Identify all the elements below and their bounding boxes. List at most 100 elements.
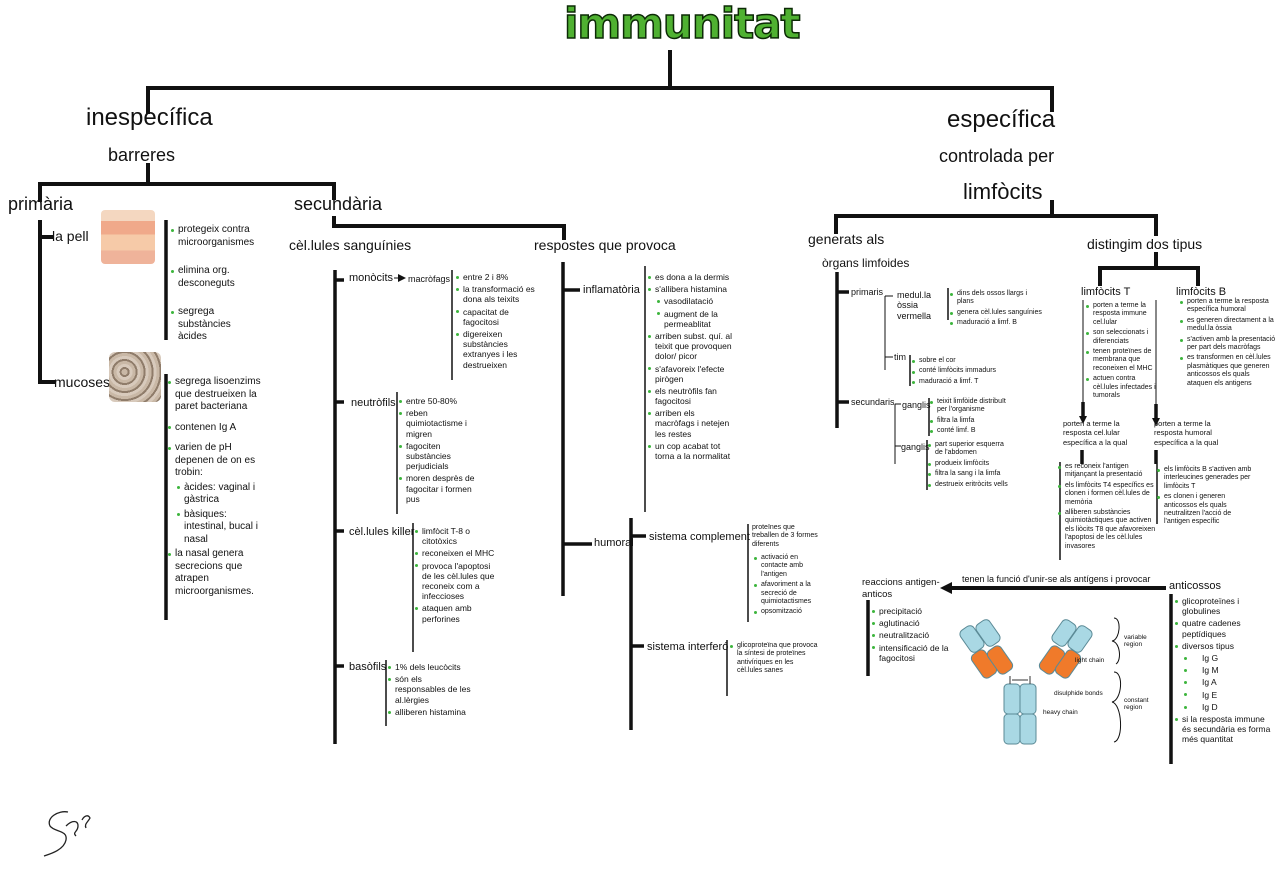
label-generats-als: generats als — [808, 231, 885, 247]
list-item: Ig D — [1175, 702, 1275, 712]
list-item: filtra la sang i la limfa — [928, 470, 1010, 478]
label-limfocits-b: limfòcits B — [1176, 286, 1227, 298]
ganglis-1-list: teixit limfòide distribuït per l'organis… — [930, 398, 1010, 438]
label-inflamatoria: inflamatòria — [583, 284, 640, 296]
label-primaris: primaris — [851, 287, 884, 297]
list-item: activació en contacte amb l'antigen — [754, 554, 818, 579]
list-item: els limfòcits B s'activen amb interleuci… — [1157, 466, 1252, 491]
list-item: ataquen amb perforines — [415, 603, 499, 624]
label-humoral: humoral — [594, 537, 634, 549]
list-item: provoca l'apoptosi de les cèl.lules que … — [415, 561, 499, 602]
mucosa-illustration — [109, 352, 161, 402]
list-item: son seleccionats i diferenciats — [1086, 329, 1158, 346]
resposta-t: porten a terme la resposta cel.lular esp… — [1063, 419, 1128, 447]
label-mucoses: mucoses — [54, 374, 111, 390]
mucoses-list: segrega lisoenzims que destrueixen la pa… — [168, 376, 268, 600]
list-item: afavoriment a la secreció de quimiotacti… — [754, 581, 818, 606]
heading-especifica: específica — [947, 106, 1056, 133]
reaccions-list: precipitació aglutinació neutralització … — [872, 606, 952, 665]
list-item: capacitat de fagocitosi — [456, 307, 540, 327]
monocits-list: entre 2 i 8% la transformació es dona al… — [456, 272, 540, 372]
limfocits-t-list-2: es reconeix l'antigen mitjançant la pres… — [1058, 463, 1156, 553]
label-sistema-complement: sistema complement — [649, 531, 750, 543]
list-item: Ig E — [1175, 690, 1275, 700]
list-item: es generen directament a la medul.la òss… — [1180, 317, 1276, 334]
pell-list: protegeix contra microorganismes elimina… — [171, 224, 261, 346]
list-item: Ig A — [1175, 677, 1275, 687]
complement-list: proteïnes que treballen de 3 formes dife… — [752, 524, 818, 551]
list-item: s'afavoreix l'efecte pirògen — [648, 364, 732, 384]
label-la-pell: la pell — [52, 228, 89, 244]
list-item: actuen contra cèl.lules infectades i tum… — [1086, 375, 1158, 400]
list-item: genera cèl.lules sanguínies — [950, 309, 1045, 317]
list-item: intensificació de la fagocitosi — [872, 643, 952, 663]
label-constant-region: constant region — [1124, 697, 1149, 712]
medula-list: dins dels ossos llargs i plans genera cè… — [950, 290, 1045, 330]
list-item: es transformen en cèl.lules plasmàtiques… — [1180, 354, 1276, 388]
label-variable-region: variable region — [1124, 634, 1147, 649]
signature — [43, 811, 91, 857]
list-item: alliberen histamina — [388, 707, 472, 717]
list-item: s'activen amb la presentació per part de… — [1180, 336, 1276, 353]
label-medula: medul.la òssia vermella — [897, 290, 932, 321]
limfocits-t-list: porten a terme la resposta immune cel.lu… — [1086, 302, 1158, 402]
list-item: es reconeix l'antigen mitjançant la pres… — [1058, 463, 1156, 480]
heading-primaria: primària — [8, 194, 74, 214]
list-item: els neutròfils fan fagocitosi — [648, 386, 732, 406]
complement-sublist: activació en contacte amb l'antigen afav… — [754, 554, 818, 619]
list-item: aglutinació — [872, 618, 952, 628]
list-item: digereixen substàncies extranyes i les d… — [456, 329, 540, 370]
label-neutrofils: neutròfils — [351, 397, 396, 409]
label-respostes: respostes que provoca — [534, 237, 676, 253]
list-item: dins dels ossos llargs i plans — [950, 290, 1045, 307]
list-item: Ig M — [1175, 665, 1275, 675]
list-item: teixit limfòide distribuït per l'organis… — [930, 398, 1010, 415]
anticossos-list: glicoproteïnes i globulines quatre caden… — [1175, 596, 1275, 746]
tim-list: sobre el cor conté limfòcits immadurs ma… — [912, 357, 1002, 388]
list-item: produeix limfòcits — [928, 460, 1010, 468]
limfocits-b-list: porten a terme la resposta específica hu… — [1180, 298, 1276, 390]
list-item: maduració a limf. B — [950, 319, 1045, 327]
heading-controlada-per: controlada per — [939, 146, 1055, 166]
list-item: segrega lisoenzims que destrueixen la pa… — [168, 376, 268, 414]
list-item: diversos tipus — [1175, 641, 1275, 651]
inflamatoria-list: es dona a la dermis s'allibera histamina… — [648, 272, 732, 463]
label-ganglis-2: ganglis — [901, 442, 930, 452]
skin-illustration — [101, 210, 155, 264]
label-cellules-sanguinies: cèl.lules sanguínies — [289, 237, 412, 253]
list-item: destrueix eritròcits vells — [928, 481, 1010, 489]
list-item: els limfòcits T4 específics es clonen i … — [1058, 482, 1156, 507]
list-item: arriben subst. quí. al teixit que provoq… — [648, 331, 732, 362]
label-heavy-chain: heavy chain — [1043, 709, 1078, 716]
list-item: s'allibera histamina — [648, 284, 732, 294]
heavy-chain-left — [1003, 683, 1021, 715]
list-item: arriben els macròfags i netejen les rest… — [648, 408, 732, 439]
light-chain-left-variable — [959, 625, 985, 653]
list-item: limfòcit T-8 o citotòxics — [415, 526, 499, 546]
label-anticossos: anticossos — [1169, 580, 1221, 592]
list-item: moren desprès de fagocitar i formen pus — [399, 473, 481, 504]
label-tim: tim — [894, 352, 906, 362]
antibody-diagram — [959, 619, 1093, 745]
list-item: segrega substàncies àcides — [171, 306, 261, 344]
label-disulphide-bonds: disulphide bonds — [1054, 690, 1103, 697]
list-item: quatre cadenes peptídiques — [1175, 618, 1275, 639]
list-item: protegeix contra microorganismes — [171, 224, 261, 249]
label-organs-limfoides: òrgans limfoides — [822, 256, 910, 270]
list-item: contenen Ig A — [168, 422, 268, 435]
label-ganglis-1: ganglis — [902, 400, 931, 410]
list-item: precipitació — [872, 606, 952, 616]
list-item: elimina org. desconeguts — [171, 265, 261, 290]
list-item: entre 2 i 8% — [456, 272, 540, 282]
list-item: conté limf. B — [930, 427, 1010, 435]
label-limfocits-t: limfòcits T — [1081, 286, 1131, 298]
list-item: la nasal genera secrecions que atrapen m… — [168, 548, 268, 598]
label-sistema-interfero: sistema interferó — [647, 641, 729, 653]
label-reaccions: reaccions antigen-anticos — [862, 577, 940, 601]
list-item: reben quimiotactisme i migren — [399, 408, 481, 439]
list-item: varien de pH depenen de on es trobin: — [168, 442, 268, 480]
list-item: conté limfòcits immadurs — [912, 367, 1002, 375]
label-light-chain: light chain — [1075, 657, 1105, 664]
label-basofils: basòfils — [349, 661, 387, 673]
list-item: àcides: vaginal i gàstrica — [168, 482, 268, 507]
